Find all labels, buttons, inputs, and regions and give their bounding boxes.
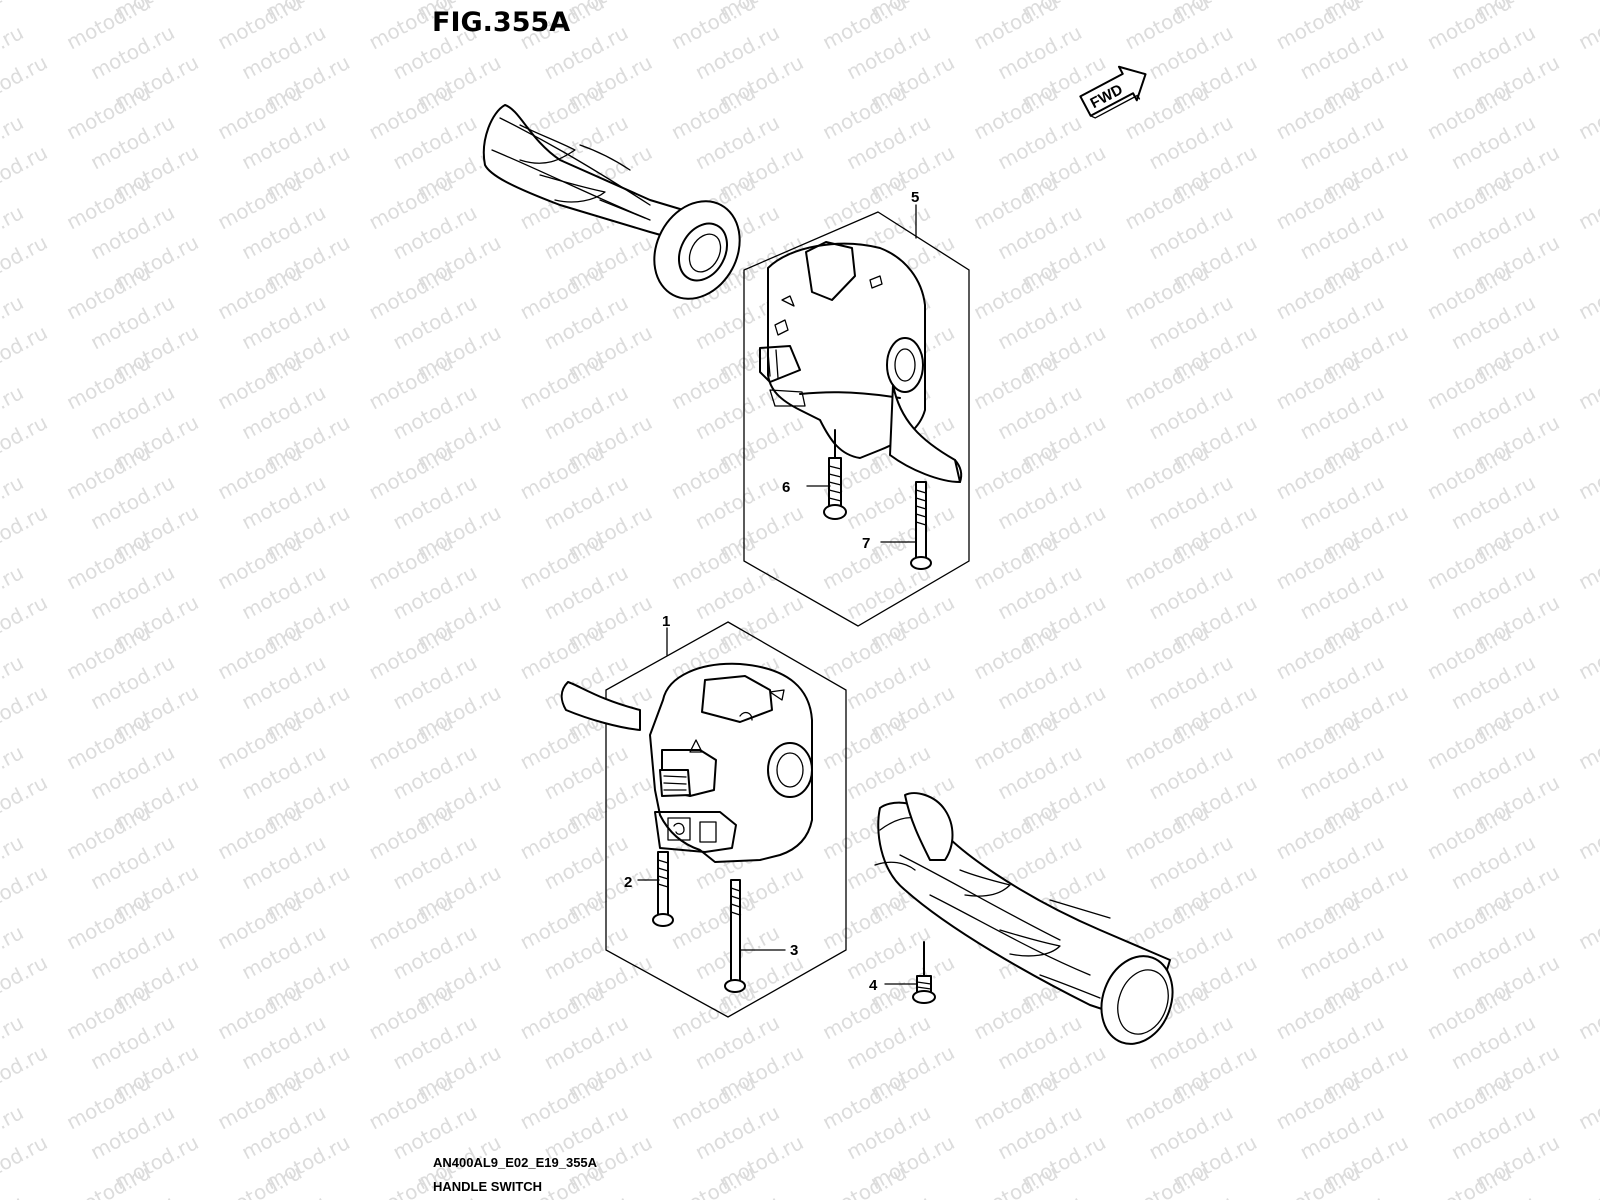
watermark-text: motod.ru <box>1423 1160 1515 1200</box>
watermark-text: motod.ru <box>1574 890 1600 954</box>
leader-lines <box>637 204 917 985</box>
screw-4 <box>912 941 936 1004</box>
handlebar-grip <box>874 792 1174 1045</box>
watermark-text: motod.ru <box>0 680 51 744</box>
footer-caption: HANDLE SWITCH <box>433 1179 542 1194</box>
screw-2 <box>652 851 674 927</box>
watermark-text: motod.ru <box>1272 1160 1364 1200</box>
watermark-text: motod.ru <box>0 140 51 204</box>
callout-5: 5 <box>911 189 919 206</box>
callout-4: 4 <box>869 977 878 994</box>
watermark-text: motod.ru <box>1574 170 1600 234</box>
watermark-text: motod.ru <box>1574 260 1600 324</box>
screw-6 <box>823 429 847 520</box>
watermark-text: motod.ru <box>0 860 51 924</box>
figure-title: FIG.355A <box>432 7 570 38</box>
screw-3 <box>724 879 746 993</box>
watermark-text: motod.ru <box>213 1160 305 1200</box>
watermark-text: motod.ru <box>0 320 51 384</box>
watermark-text: motod.ru <box>0 590 51 654</box>
watermark-text: motod.ru <box>1121 1160 1213 1200</box>
callout-1: 1 <box>662 613 670 630</box>
watermark-text: motod.ru <box>1574 980 1600 1044</box>
right-handle-switch <box>759 241 963 483</box>
screw-7 <box>910 481 932 570</box>
watermark-text: motod.ru <box>1574 530 1600 594</box>
watermark-text: motod.ru <box>0 1160 3 1200</box>
watermark-text: motod.ru <box>1574 800 1600 864</box>
watermark-text: motod.ru <box>0 770 51 834</box>
watermark-text: motod.ru <box>1574 440 1600 504</box>
watermark-text: motod.ru <box>1574 80 1600 144</box>
watermark-text: motod.ru <box>0 1190 27 1200</box>
watermark-text: motod.ru <box>969 1160 1061 1200</box>
watermark-text: motod.ru <box>667 1160 759 1200</box>
callout-6: 6 <box>782 479 790 496</box>
left-handle-switch <box>560 662 813 863</box>
watermark-text: motod.ru <box>0 50 51 114</box>
watermark-text: motod.ru <box>0 1130 51 1194</box>
watermark-text: motod.ru <box>1574 1160 1600 1200</box>
footer-code: AN400AL9_E02_E19_355A <box>433 1155 598 1170</box>
assembly-box-1 <box>605 621 847 1018</box>
callout-7: 7 <box>862 535 870 552</box>
watermark-text: motod.ru <box>1574 350 1600 414</box>
watermark-text: motod.ru <box>0 410 51 474</box>
watermark-text: motod.ru <box>0 500 51 564</box>
watermark-text: motod.ru <box>0 0 51 24</box>
watermark-text: motod.ru <box>1574 710 1600 774</box>
callout-3: 3 <box>790 942 798 959</box>
throttle-grip <box>482 104 741 300</box>
watermark-text: motod.ru <box>818 1160 910 1200</box>
watermark-text: motod.ru <box>0 230 51 294</box>
callout-2: 2 <box>624 874 632 891</box>
watermark-text: motod.ru <box>1574 1070 1600 1134</box>
assembly-box-5 <box>743 211 970 627</box>
watermark-text: motod.ru <box>1574 620 1600 684</box>
watermark-text: motod.ru <box>62 1160 154 1200</box>
watermark-text: motod.ru <box>0 1040 51 1104</box>
watermark-text: motod.ru <box>0 950 51 1014</box>
watermark-text: motod.ru <box>1574 0 1600 54</box>
